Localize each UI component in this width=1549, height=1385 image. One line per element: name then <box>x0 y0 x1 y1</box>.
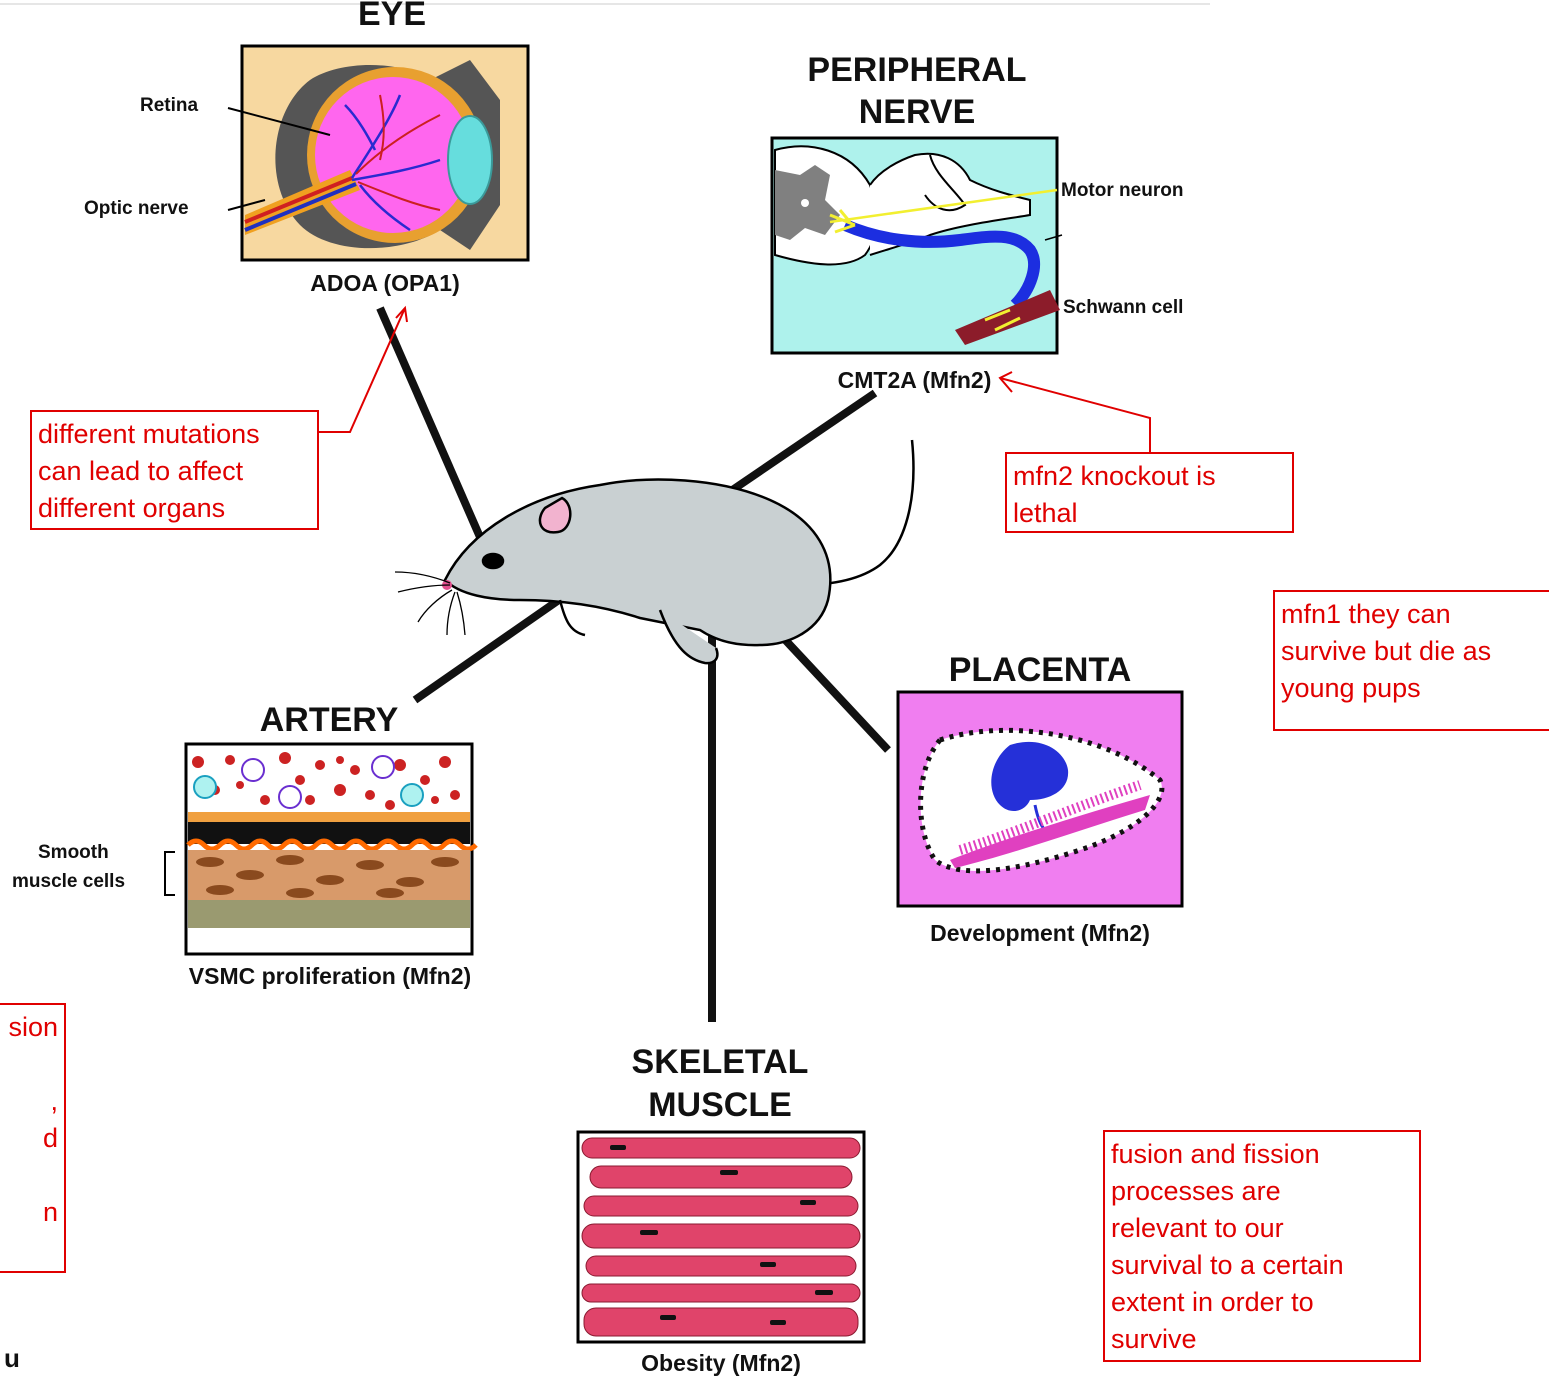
note-mfn1: mfn1 they can survive but die as young p… <box>1273 590 1549 731</box>
note-mfn2-line: lethal <box>1013 495 1286 532</box>
nerve-title-line2: NERVE <box>762 92 1072 132</box>
muscle-title-line1: SKELETAL <box>570 1042 870 1082</box>
note-mfn2-line: mfn2 knockout is <box>1013 458 1286 495</box>
note-fusion-line: survival to a certain <box>1111 1247 1413 1284</box>
smooth-muscle-label-2: muscle cells <box>12 871 125 893</box>
artery-panel <box>165 744 476 954</box>
muscle-panel <box>578 1132 864 1342</box>
nerve-caption: CMT2A (Mfn2) <box>772 367 1057 394</box>
placenta-title: PLACENTA <box>898 650 1182 690</box>
eye-title: EYE <box>242 0 542 34</box>
note-left-partial: sion , d n <box>0 1003 66 1273</box>
artery-title: ARTERY <box>186 700 472 740</box>
note-fusion-line: processes are <box>1111 1173 1413 1210</box>
note-mutations: different mutations can lead to affect d… <box>30 410 319 530</box>
note-fusion-line: survive <box>1111 1321 1413 1358</box>
note-mfn1-line: mfn1 they can <box>1281 596 1549 633</box>
note-left-line <box>0 1046 58 1083</box>
note-left-line: n <box>0 1194 58 1231</box>
eye-caption: ADOA (OPA1) <box>242 270 528 297</box>
note-fusion-line: fusion and fission <box>1111 1136 1413 1173</box>
note-left-line: , <box>0 1083 58 1120</box>
note-left-line <box>0 1157 58 1194</box>
motor-neuron-label: Motor neuron <box>1061 180 1183 202</box>
artery-caption: VSMC proliferation (Mfn2) <box>130 963 530 990</box>
eye-panel <box>228 46 528 260</box>
note-mutations-line: different organs <box>38 490 311 527</box>
note-mfn1-line: young pups <box>1281 670 1549 707</box>
note-fusion-fission: fusion and fission processes are relevan… <box>1103 1130 1421 1362</box>
note-fusion-line: relevant to our <box>1111 1210 1413 1247</box>
nerve-panel <box>772 138 1062 353</box>
muscle-caption: Obesity (Mfn2) <box>578 1350 864 1377</box>
bottom-left-fragment: u <box>4 1343 20 1374</box>
nerve-title-line1: PERIPHERAL <box>762 50 1072 90</box>
muscle-title-line2: MUSCLE <box>570 1085 870 1125</box>
note-mutations-line: can lead to affect <box>38 453 311 490</box>
optic-nerve-label: Optic nerve <box>84 198 189 220</box>
note-fusion-line: extent in order to <box>1111 1284 1413 1321</box>
note-mutations-line: different mutations <box>38 416 311 453</box>
retina-label: Retina <box>140 95 198 117</box>
note-mfn2: mfn2 knockout is lethal <box>1005 452 1294 533</box>
note-mfn1-line: survive but die as <box>1281 633 1549 670</box>
mouse-illustration <box>395 440 913 663</box>
note-left-line: d <box>0 1120 58 1157</box>
note-left-line: sion <box>0 1009 58 1046</box>
placenta-caption: Development (Mfn2) <box>870 920 1210 947</box>
smooth-muscle-label-1: Smooth <box>38 842 109 864</box>
schwann-cell-label: Schwann cell <box>1063 297 1183 319</box>
placenta-panel <box>898 692 1182 906</box>
